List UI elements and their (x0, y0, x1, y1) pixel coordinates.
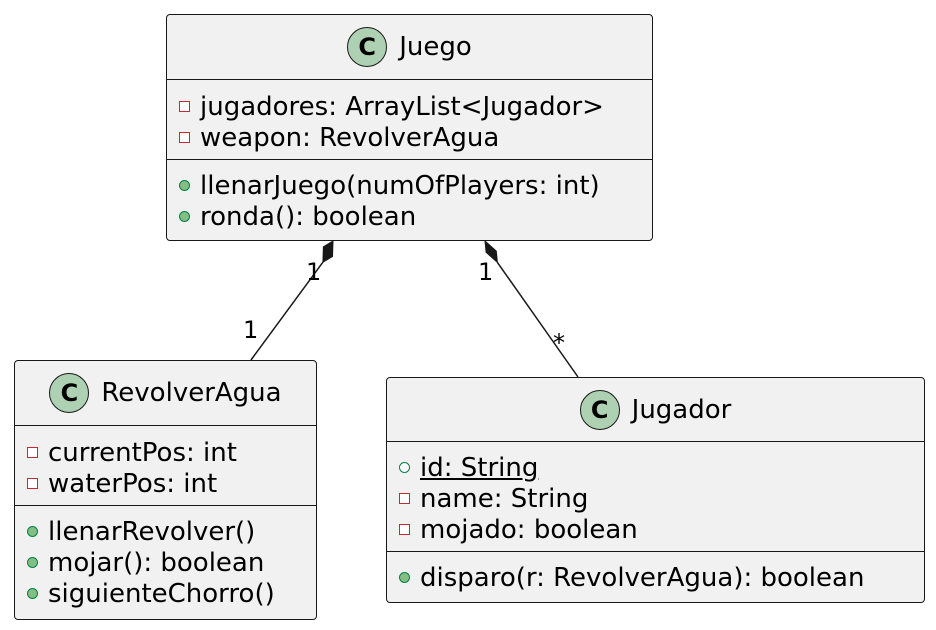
attribute-row: mojado: boolean (399, 514, 912, 545)
public-marker-icon (27, 588, 38, 599)
class-name: RevolverAgua (101, 378, 282, 408)
public-static-marker-icon (399, 462, 410, 473)
separator (15, 505, 316, 506)
private-marker-icon (399, 493, 410, 504)
class-revolveragua[interactable]: C RevolverAgua currentPos: int waterPos:… (14, 360, 317, 620)
private-marker-icon (399, 524, 410, 535)
methods-section: llenarRevolver() mojar(): boolean siguie… (15, 506, 316, 609)
attribute-row: name: String (399, 483, 912, 514)
private-marker-icon (27, 447, 38, 458)
attribute-text: jugadores: ArrayList<Jugador> (200, 91, 604, 122)
attribute-row: weapon: RevolverAgua (179, 122, 640, 153)
public-marker-icon (179, 180, 190, 191)
separator (15, 425, 316, 426)
separator (167, 79, 652, 80)
class-header: C RevolverAgua (15, 361, 316, 425)
method-row: llenarJuego(numOfPlayers: int) (179, 170, 640, 201)
link-juego-jugador (496, 261, 579, 378)
link-juego-revolver (250, 261, 324, 361)
method-text: llenarJuego(numOfPlayers: int) (200, 170, 600, 201)
mult-juego-revolver-target: 1 (243, 316, 259, 344)
public-marker-icon (27, 526, 38, 537)
class-name: Jugador (631, 394, 732, 425)
class-stereotype-icon: C (49, 373, 90, 413)
private-marker-icon (179, 132, 190, 143)
attributes-section: jugadores: ArrayList<Jugador> weapon: Re… (167, 80, 652, 159)
separator (387, 551, 924, 552)
class-juego[interactable]: C Juego jugadores: ArrayList<Jugador> we… (166, 14, 653, 241)
attribute-text: mojado: boolean (420, 514, 638, 545)
method-row: mojar(): boolean (27, 547, 304, 578)
attribute-text: id: String (420, 452, 539, 483)
class-jugador[interactable]: C Jugador id: String name: String mojado… (386, 377, 925, 603)
class-stereotype-icon: C (579, 389, 620, 430)
method-row: llenarRevolver() (27, 516, 304, 547)
method-text: llenarRevolver() (48, 516, 256, 547)
public-marker-icon (27, 557, 38, 568)
class-stereotype-icon: C (347, 27, 388, 67)
public-marker-icon (399, 572, 410, 583)
method-row: disparo(r: RevolverAgua): boolean (399, 562, 912, 593)
method-text: disparo(r: RevolverAgua): boolean (420, 562, 865, 593)
class-name: Juego (399, 32, 472, 62)
attributes-section: id: String name: String mojado: boolean (387, 442, 924, 551)
attribute-row: waterPos: int (27, 468, 304, 499)
private-marker-icon (27, 478, 38, 489)
attribute-text: name: String (420, 483, 589, 514)
attribute-row: id: String (399, 452, 912, 483)
attribute-text: weapon: RevolverAgua (200, 122, 500, 153)
attribute-text: currentPos: int (48, 437, 237, 468)
methods-section: llenarJuego(numOfPlayers: int) ronda(): … (167, 160, 652, 232)
public-marker-icon (179, 211, 190, 222)
method-text: ronda(): boolean (200, 201, 417, 232)
attribute-row: jugadores: ArrayList<Jugador> (179, 91, 640, 122)
mult-juego-jugador-source: 1 (478, 258, 494, 286)
attribute-row: currentPos: int (27, 437, 304, 468)
mult-juego-revolver-source: 1 (306, 258, 322, 286)
class-header: C Jugador (387, 378, 924, 441)
attribute-text: waterPos: int (48, 468, 218, 499)
mult-juego-jugador-target: * (553, 329, 565, 357)
separator (167, 159, 652, 160)
method-row: ronda(): boolean (179, 201, 640, 232)
method-row: siguienteChorro() (27, 578, 304, 609)
method-text: siguienteChorro() (48, 578, 275, 609)
separator (387, 441, 924, 442)
composition-diamond-revolver (322, 240, 334, 264)
private-marker-icon (179, 101, 190, 112)
attributes-section: currentPos: int waterPos: int (15, 426, 316, 505)
methods-section: disparo(r: RevolverAgua): boolean (387, 552, 924, 593)
class-header: C Juego (167, 15, 652, 79)
method-text: mojar(): boolean (48, 547, 265, 578)
